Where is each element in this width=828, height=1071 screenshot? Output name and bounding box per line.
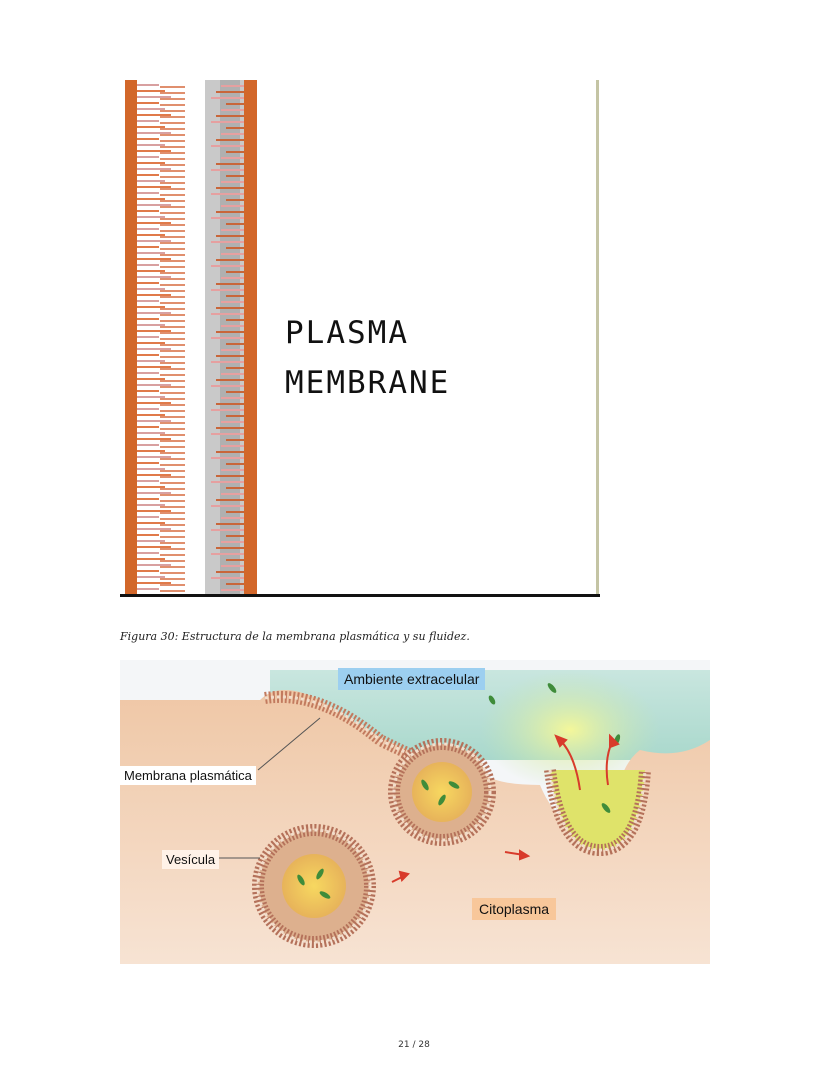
page-number: 21 / 28 — [398, 1040, 430, 1050]
endocytosis-figure: Ambiente extracelular Membrana plasmátic… — [120, 660, 710, 964]
label-vesicle: Vesícula — [162, 850, 220, 869]
endocytosis-illustration — [120, 660, 710, 964]
figure-caption: Figura 30: Estructura de la membrana pla… — [120, 630, 470, 643]
plasma-membrane-figure: PLASMA MEMBRANE — [120, 80, 600, 600]
plasma-label-line1: PLASMA — [285, 315, 409, 351]
plasma-membrane-label: PLASMA MEMBRANE — [285, 308, 450, 408]
label-cytoplasm: Citoplasma — [472, 898, 557, 920]
label-extracellular: Ambiente extracelular — [338, 668, 486, 690]
plasma-membrane-illustration — [120, 80, 600, 600]
label-plasma-membrane: Membrana plasmática — [120, 766, 256, 785]
plasma-label-line2: MEMBRANE — [285, 365, 451, 401]
